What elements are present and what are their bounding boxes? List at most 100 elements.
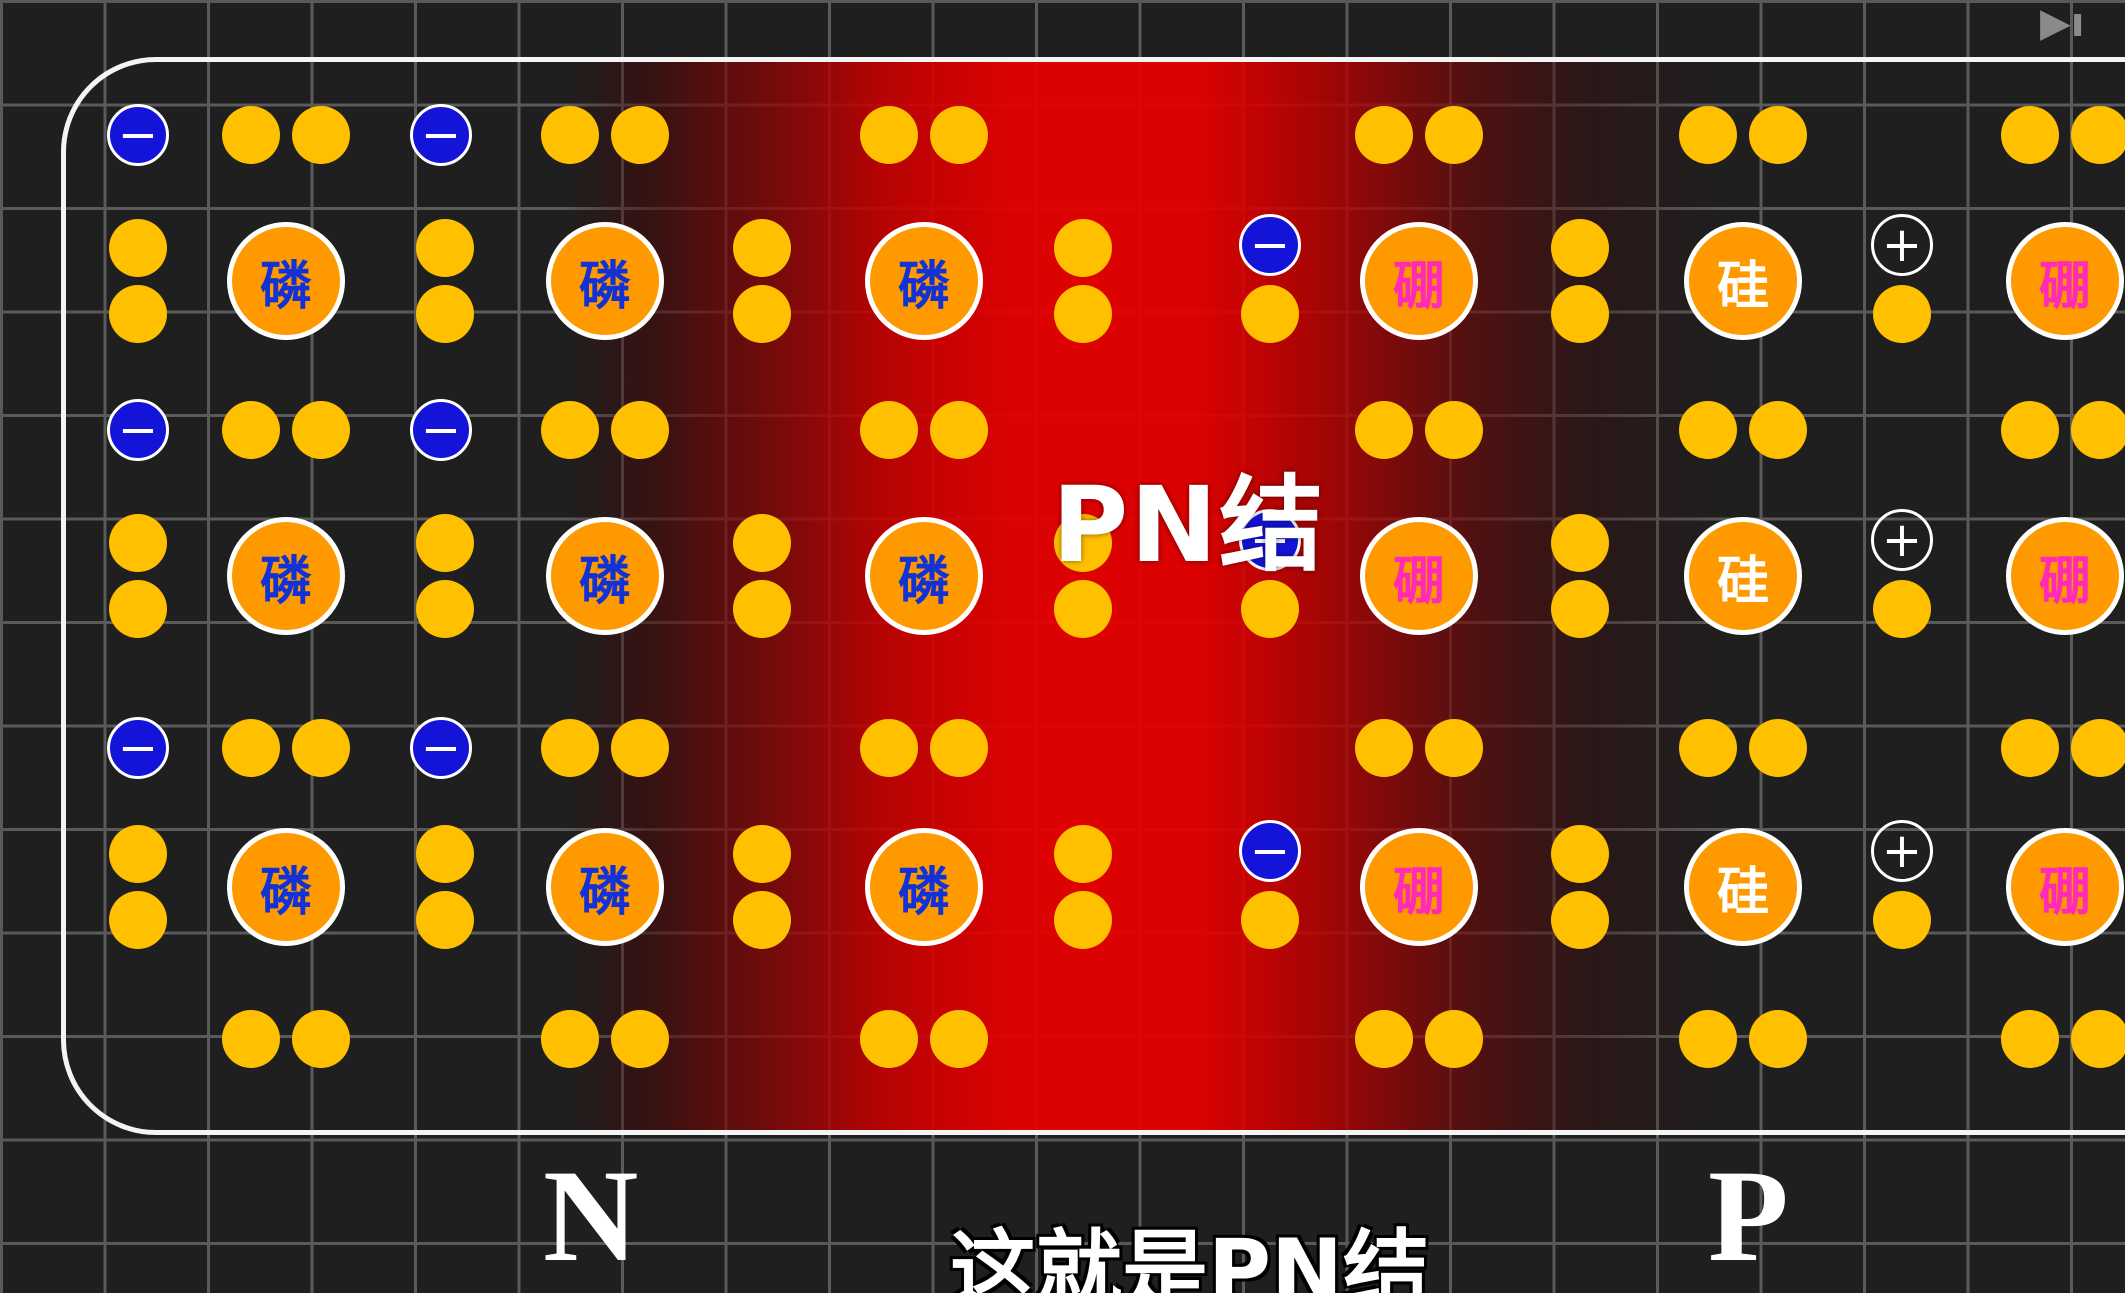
valence-electron: [1425, 719, 1483, 777]
valence-electron: [109, 825, 167, 883]
valence-electron: [860, 719, 918, 777]
video-watermark-icon: ▶ı: [2040, 0, 2085, 46]
valence-electron: [1054, 580, 1112, 638]
valence-electron: [2001, 106, 2059, 164]
valence-electron: [1355, 719, 1413, 777]
valence-electron: [860, 106, 918, 164]
subtitle-caption: 这就是PN结: [950, 1221, 1430, 1293]
silicon-atom: 硅: [1684, 222, 1802, 340]
valence-electron: [222, 719, 280, 777]
valence-electron: [1355, 1010, 1413, 1068]
valence-electron: [1054, 825, 1112, 883]
valence-electron: [611, 719, 669, 777]
valence-electron: [1355, 106, 1413, 164]
valence-electron: [1241, 891, 1299, 949]
valence-electron: [733, 825, 791, 883]
boron-atom: 硼: [2006, 828, 2124, 946]
valence-electron: [416, 285, 474, 343]
captured-electron-negative-icon: −: [1239, 509, 1301, 571]
valence-electron: [416, 580, 474, 638]
valence-electron: [930, 1010, 988, 1068]
valence-electron: [1054, 514, 1112, 572]
free-electron-negative-icon: −: [410, 104, 472, 166]
valence-electron: [1425, 106, 1483, 164]
valence-electron: [930, 106, 988, 164]
valence-electron: [1425, 401, 1483, 459]
valence-electron: [611, 401, 669, 459]
free-electron-negative-icon: −: [107, 104, 169, 166]
valence-electron: [1749, 401, 1807, 459]
valence-electron: [733, 580, 791, 638]
captured-electron-negative-icon: −: [1239, 820, 1301, 882]
valence-electron: [1679, 1010, 1737, 1068]
valence-electron: [1679, 106, 1737, 164]
captured-electron-negative-icon: −: [1239, 214, 1301, 276]
valence-electron: [1679, 401, 1737, 459]
valence-electron: [930, 401, 988, 459]
phosphorus-atom: 磷: [546, 517, 664, 635]
free-electron-negative-icon: −: [410, 399, 472, 461]
valence-electron: [611, 106, 669, 164]
valence-electron: [2071, 106, 2125, 164]
valence-electron: [1054, 891, 1112, 949]
valence-electron: [109, 219, 167, 277]
phosphorus-atom: 磷: [546, 828, 664, 946]
valence-electron: [1054, 219, 1112, 277]
valence-electron: [1355, 401, 1413, 459]
free-electron-negative-icon: −: [107, 399, 169, 461]
valence-electron: [109, 580, 167, 638]
boron-atom: 硼: [2006, 517, 2124, 635]
p-region-label: P: [1708, 1142, 1789, 1289]
valence-electron: [733, 285, 791, 343]
valence-electron: [1425, 1010, 1483, 1068]
valence-electron: [1551, 580, 1609, 638]
valence-electron: [1873, 580, 1931, 638]
valence-electron: [1551, 825, 1609, 883]
valence-electron: [733, 219, 791, 277]
valence-electron: [222, 106, 280, 164]
boron-atom: 硼: [1360, 828, 1478, 946]
valence-electron: [109, 285, 167, 343]
valence-electron: [1749, 106, 1807, 164]
valence-electron: [416, 891, 474, 949]
boron-atom: 硼: [2006, 222, 2124, 340]
valence-electron: [1241, 285, 1299, 343]
phosphorus-atom: 磷: [865, 222, 983, 340]
phosphorus-atom: 磷: [865, 828, 983, 946]
valence-electron: [541, 1010, 599, 1068]
boron-atom: 硼: [1360, 222, 1478, 340]
valence-electron: [416, 219, 474, 277]
valence-electron: [1749, 1010, 1807, 1068]
boron-atom: 硼: [1360, 517, 1478, 635]
phosphorus-atom: 磷: [227, 517, 345, 635]
valence-electron: [930, 719, 988, 777]
valence-electron: [541, 719, 599, 777]
valence-electron: [2071, 719, 2125, 777]
valence-electron: [2071, 401, 2125, 459]
valence-electron: [222, 401, 280, 459]
phosphorus-atom: 磷: [865, 517, 983, 635]
valence-electron: [541, 106, 599, 164]
phosphorus-atom: 磷: [227, 828, 345, 946]
hole-positive-icon: +: [1871, 820, 1933, 882]
valence-electron: [2001, 1010, 2059, 1068]
valence-electron: [2071, 1010, 2125, 1068]
phosphorus-atom: 磷: [546, 222, 664, 340]
valence-electron: [1551, 891, 1609, 949]
free-electron-negative-icon: −: [107, 717, 169, 779]
valence-electron: [292, 401, 350, 459]
hole-positive-icon: +: [1871, 214, 1933, 276]
valence-electron: [2001, 719, 2059, 777]
valence-electron: [1679, 719, 1737, 777]
valence-electron: [1551, 514, 1609, 572]
valence-electron: [1054, 285, 1112, 343]
valence-electron: [733, 514, 791, 572]
free-electron-negative-icon: −: [410, 717, 472, 779]
valence-electron: [1749, 719, 1807, 777]
valence-electron: [860, 401, 918, 459]
phosphorus-atom: 磷: [227, 222, 345, 340]
valence-electron: [292, 106, 350, 164]
valence-electron: [1241, 580, 1299, 638]
valence-electron: [109, 891, 167, 949]
